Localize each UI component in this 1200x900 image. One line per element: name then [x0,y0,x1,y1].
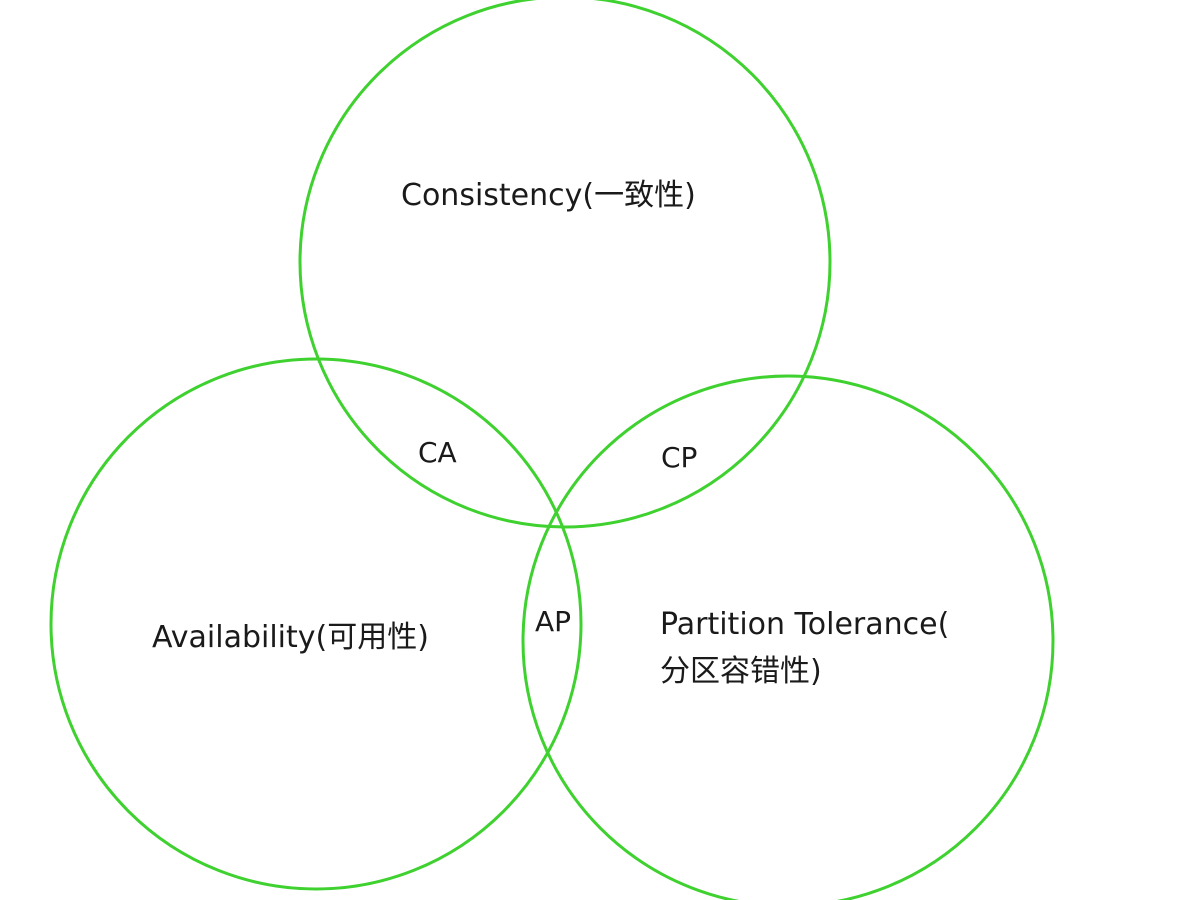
ca-label: CA [418,436,457,469]
consistency-label: Consistency(一致性) [401,178,696,213]
cp-label: CP [661,441,697,474]
ap-label: AP [535,605,571,638]
consistency-circle [298,0,832,529]
partition-tolerance-circle [521,374,1055,900]
availability-label: Availability(可用性) [152,620,429,655]
availability-circle [49,357,583,891]
partition-tolerance-label-line2: 分区容错性) [660,654,822,689]
partition-tolerance-label-line1: Partition Tolerance( [660,607,949,642]
